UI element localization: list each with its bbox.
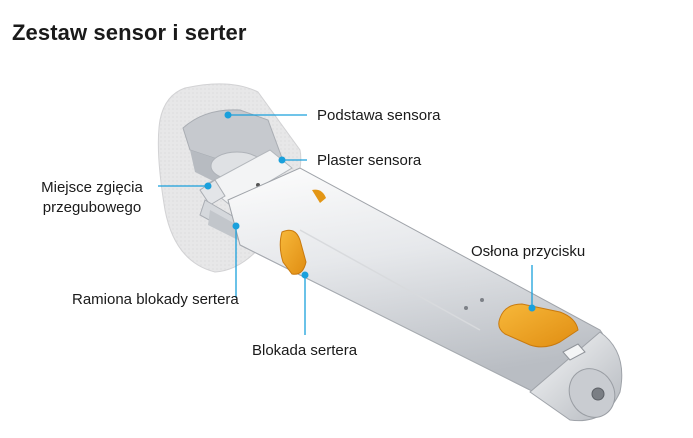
label-miejsce-line1: Miejsce zgięcia — [41, 179, 143, 196]
callout-dot-podstawa — [224, 111, 232, 119]
label-plaster-sensora: Plaster sensora — [317, 152, 422, 169]
label-miejsce-zgiecia: Miejsce zgięcia przegubowego — [32, 178, 152, 218]
callout-dot-plaster — [278, 156, 286, 164]
applicator-body — [227, 167, 607, 398]
applicator-end-cap — [529, 331, 623, 422]
label-ramiona-blokady: Ramiona blokady sertera — [72, 291, 239, 308]
callout-lines — [158, 114, 533, 335]
label-oslona-przycisku: Osłona przycisku — [471, 243, 586, 260]
label-miejsce-line2: przegubowego — [42, 199, 142, 216]
callout-dots — [204, 111, 536, 312]
callout-dot-ramiona — [232, 222, 240, 230]
label-podstawa-sensora: Podstawa sensora — [317, 107, 441, 124]
button-cover — [498, 303, 579, 348]
label-blokada-sertera: Blokada sertera — [252, 342, 358, 359]
diagram-title: Zestaw sensor i serter — [12, 20, 247, 45]
callout-dot-miejsce — [204, 182, 212, 190]
callout-dot-oslona — [528, 304, 536, 312]
callout-dot-blokada — [301, 271, 309, 279]
applicator-lock — [279, 189, 326, 275]
